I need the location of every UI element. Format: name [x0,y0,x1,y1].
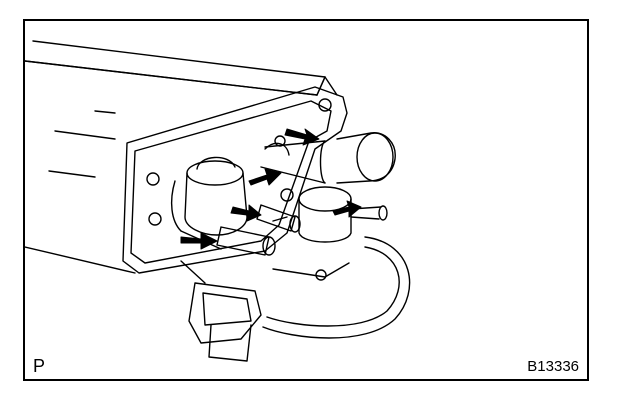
arrow-4 [332,200,362,218]
corner-mark: P [33,356,46,376]
top-cap [260,132,396,184]
arrow-5 [180,232,218,250]
left-valve [170,156,248,250]
figure-code: B13336 [527,358,579,375]
canister-illustration [25,40,411,362]
arrow-2 [248,168,282,186]
canister-body [25,40,338,274]
connector [180,260,350,362]
arrows [180,128,362,250]
illustration-frame: P B13336 [23,19,589,381]
arrow-1 [284,128,320,146]
canister-flange [122,86,348,274]
arrow-3 [230,204,262,222]
